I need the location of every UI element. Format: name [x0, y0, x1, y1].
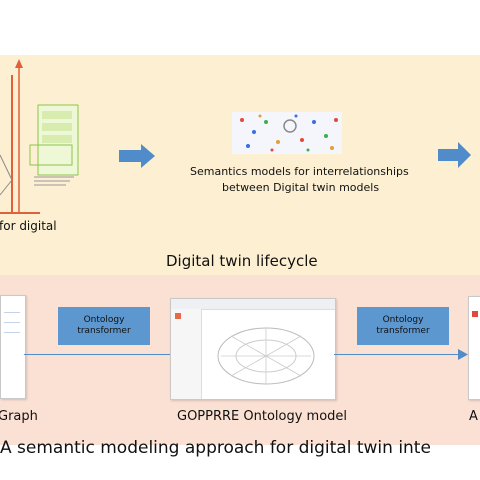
- lifecycle-sketch: [0, 59, 79, 214]
- semantics-caption-line1: Semantics models for interrelationships: [190, 165, 409, 178]
- transformer2-line2: transformer: [376, 326, 430, 336]
- arrow-right-icon: [438, 142, 471, 168]
- ontology-model-screenshot: [170, 298, 336, 400]
- right-screenshot: [468, 296, 480, 400]
- right-label: A: [469, 409, 478, 424]
- lifecycle-left-caption: for digital: [0, 219, 57, 233]
- footer-title: A semantic modeling approach for digital…: [0, 438, 431, 458]
- transformer2-line1: Ontology: [382, 315, 424, 325]
- ontology-graph-image: [217, 327, 315, 385]
- lifecycle-title: Digital twin lifecycle: [166, 252, 318, 270]
- connector-line-2: [334, 354, 460, 355]
- ontology-model-label: GOPPRRE Ontology model: [177, 409, 348, 424]
- semantic-network-image: [232, 112, 342, 154]
- graph-label: Graph: [0, 409, 38, 424]
- graph-screenshot: [0, 295, 26, 399]
- transformer1-line1: Ontology: [83, 315, 125, 325]
- arrow-head-icon: [458, 349, 468, 360]
- connector-line-1: [24, 354, 170, 355]
- arrow-right-icon: [119, 144, 155, 168]
- ontology-transformer-box-2: Ontology transformer: [357, 307, 449, 345]
- transformer1-line2: transformer: [77, 326, 131, 336]
- ontology-transformer-box-1: Ontology transformer: [58, 307, 150, 345]
- semantics-caption-line2: between Digital twin models: [222, 181, 380, 194]
- lifecycle-panel: [0, 55, 480, 275]
